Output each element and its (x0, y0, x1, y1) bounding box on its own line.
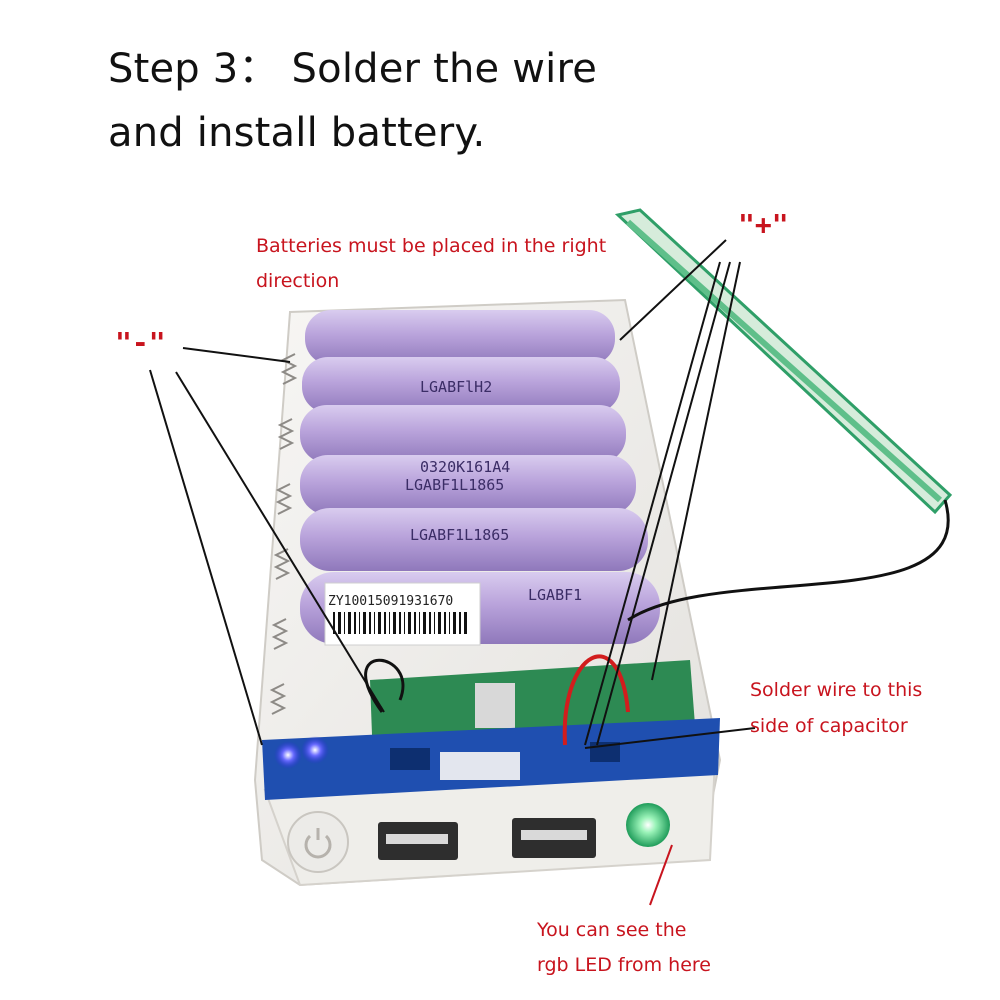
step-title-line-2: and install battery. (108, 110, 486, 156)
pcb-label-area (440, 752, 520, 780)
battery-4-label-top: 0320K161A4 (420, 458, 510, 476)
rgb-led (626, 803, 670, 847)
battery-3 (300, 405, 626, 463)
battery-stack: ZY10015091931670 LGABFlH2 0320K161A4 LGA… (300, 310, 660, 646)
positive-terminal-label: "+" (738, 208, 789, 241)
barcode-number: ZY10015091931670 (328, 594, 453, 609)
battery-2 (302, 357, 620, 413)
module-chip (475, 683, 515, 728)
pointer-lines (149, 239, 756, 906)
battery-5 (300, 508, 648, 571)
power-button (287, 811, 349, 873)
step-title-line-1: Step 3： Solder the wire (108, 46, 598, 92)
led-note-line-2: rgb LED from here (537, 954, 711, 976)
battery-6-label: LGABF1 (528, 586, 582, 604)
inner-green-board (370, 660, 695, 735)
blue-pcb (262, 718, 720, 800)
battery-4-label: LGABF1L1865 (405, 476, 504, 494)
battery-4 (300, 455, 636, 515)
solder-note-line-1: Solder wire to this (750, 679, 923, 701)
battery-direction-note-line-2: direction (256, 270, 340, 292)
battery-springs (269, 353, 298, 715)
front-panel (287, 803, 670, 873)
battery-1 (305, 310, 615, 365)
barcode (333, 612, 467, 634)
solder-note-line-2: side of capacitor (750, 715, 908, 737)
external-led-strip (614, 208, 953, 515)
battery-2-label: LGABFlH2 (420, 378, 492, 396)
battery-direction-note-line-1: Batteries must be placed in the right (256, 235, 607, 257)
negative-terminal-label: "-" (115, 326, 166, 359)
pcb-chip (390, 748, 430, 770)
led-note-line-1: You can see the (537, 919, 687, 941)
battery-5-label: LGABF1L1865 (410, 526, 509, 544)
blue-indicator-leds (274, 736, 329, 769)
power-icon (304, 834, 332, 859)
